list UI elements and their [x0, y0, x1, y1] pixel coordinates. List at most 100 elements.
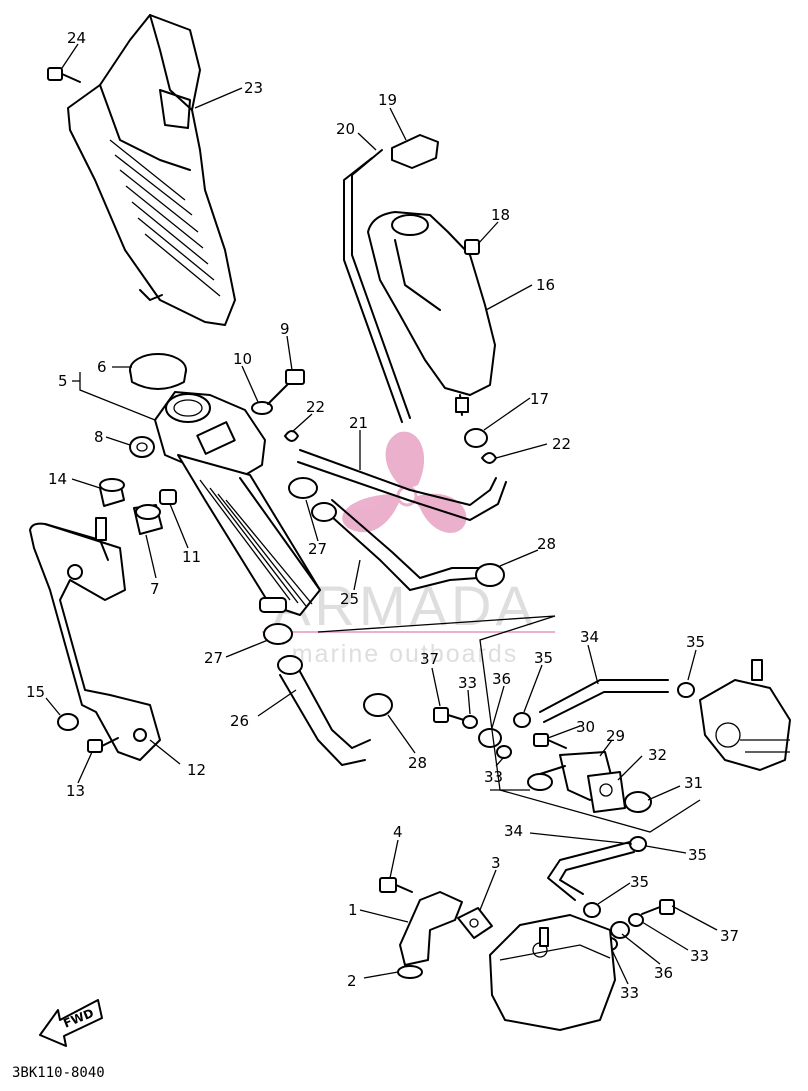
engine-block-upper: [699, 659, 791, 771]
callout-18: 18: [491, 206, 510, 224]
callout-4: 4: [393, 823, 403, 841]
callout-27-upper: 27: [308, 540, 327, 558]
assembly-guide-lines: [317, 615, 701, 833]
reservoir-tank-part-16: [367, 211, 496, 416]
grommet-part-17: [464, 428, 488, 448]
callout-12: 12: [187, 761, 206, 779]
callout-36-lower: 36: [654, 964, 673, 982]
radiator-cover-part-23: [67, 14, 236, 326]
callout-13: 13: [66, 782, 85, 800]
grommet-part-8: [129, 436, 155, 458]
washer-part-33-upper-b: [496, 745, 512, 759]
washer-part-10: [251, 401, 273, 415]
fitting-part-31: [624, 791, 652, 813]
callout-10: 10: [233, 350, 252, 368]
clamp-part-28-upper: [475, 563, 505, 587]
callout-22-left: 22: [306, 398, 325, 416]
callout-labels: 1 2 3 4 5 6 8 9 10 11 12 13 14 15 16 17 …: [26, 29, 739, 1002]
callout-30: 30: [576, 718, 595, 736]
callout-37-lower: 37: [720, 927, 739, 945]
radiator-part-5: [154, 391, 321, 616]
callout-33-a: 33: [458, 674, 477, 692]
clamp-part-27-upper: [288, 477, 318, 499]
washer-part-33-upper-a: [462, 715, 478, 729]
nut-part-15: [57, 713, 79, 731]
watermark: ARMADA marine outboards: [262, 431, 555, 668]
bolt-part-4: [379, 877, 413, 893]
callout-35-c: 35: [688, 846, 707, 864]
callout-16: 16: [536, 276, 555, 294]
hose-part-26: [277, 655, 371, 766]
fitting-part-36-upper: [478, 728, 502, 748]
cylinder-head-lower: [489, 914, 616, 1031]
callout-5: 5: [58, 372, 68, 390]
callout-33-d: 33: [620, 984, 639, 1002]
bolt-part-37-lower: [641, 899, 675, 915]
callout-7: 7: [150, 580, 160, 598]
bolt-part-37-upper: [433, 707, 465, 723]
callout-21: 21: [349, 414, 368, 432]
washer-part-33-lower-a: [628, 913, 644, 927]
callout-15: 15: [26, 683, 45, 701]
damper-part-14: [99, 478, 125, 507]
callout-6: 6: [97, 358, 107, 376]
breather-hose-part-20: [343, 149, 411, 423]
callout-24: 24: [67, 29, 86, 47]
callout-34-upper: 34: [580, 628, 599, 646]
clamp-part-28-lower: [363, 693, 393, 717]
tank-cap-part-19: [391, 134, 439, 169]
clip-part-22-right: [481, 452, 497, 464]
leader-lines: [45, 43, 718, 985]
callout-2: 2: [347, 972, 357, 990]
clip-part-35-upper-a: [513, 712, 531, 728]
bolt-part-30: [533, 733, 567, 749]
callout-9: 9: [280, 320, 290, 338]
elbow-part-1: [399, 891, 463, 966]
hose-part-34-lower: [547, 841, 635, 901]
callout-35-d: 35: [630, 873, 649, 891]
clip-part-35-upper-b: [677, 682, 695, 698]
bolt-part-18: [464, 239, 480, 255]
radiator-cap-part-6: [129, 353, 187, 390]
callout-29: 29: [606, 727, 625, 745]
damper-part-7: [133, 504, 163, 535]
clip-part-35-lower-a: [629, 836, 647, 852]
callout-28-lower: 28: [408, 754, 427, 772]
fitting-part-36-lower: [610, 921, 630, 939]
callout-35-a: 35: [686, 633, 705, 651]
hose-part-25: [311, 499, 483, 591]
collar-part-11: [159, 489, 177, 505]
gasket-part-3: [457, 907, 493, 939]
callout-11: 11: [182, 548, 201, 566]
bolt-part-24: [47, 67, 81, 83]
callout-35-b: 35: [534, 649, 553, 667]
callout-34-lower: 34: [504, 822, 523, 840]
clamp-part-27-lower: [263, 623, 293, 645]
hose-part-34-upper: [539, 679, 669, 723]
callout-25: 25: [340, 590, 359, 608]
callout-14: 14: [48, 470, 67, 488]
callout-20: 20: [336, 120, 355, 138]
callout-8: 8: [94, 428, 104, 446]
callout-32: 32: [648, 746, 667, 764]
callout-28-upper: 28: [537, 535, 556, 553]
forward-arrow-icon: FWD: [39, 999, 103, 1047]
clip-part-35-lower-b: [583, 902, 601, 918]
callout-1: 1: [348, 901, 358, 919]
callout-22-right: 22: [552, 435, 571, 453]
oring-part-2: [397, 965, 423, 979]
callout-31: 31: [684, 774, 703, 792]
callout-3: 3: [491, 854, 501, 872]
callout-37-upper: 37: [420, 650, 439, 668]
propeller-logo: [342, 431, 467, 533]
callout-33-b: 33: [484, 768, 503, 786]
callout-19: 19: [378, 91, 397, 109]
bracket-part-12: [29, 517, 161, 761]
callout-17: 17: [530, 390, 549, 408]
bolt-part-13: [87, 737, 119, 753]
callout-33-c: 33: [690, 947, 709, 965]
gasket-part-32: [587, 771, 626, 813]
watermark-tagline: marine outboards: [292, 640, 519, 668]
callout-27-lower: 27: [204, 649, 223, 667]
